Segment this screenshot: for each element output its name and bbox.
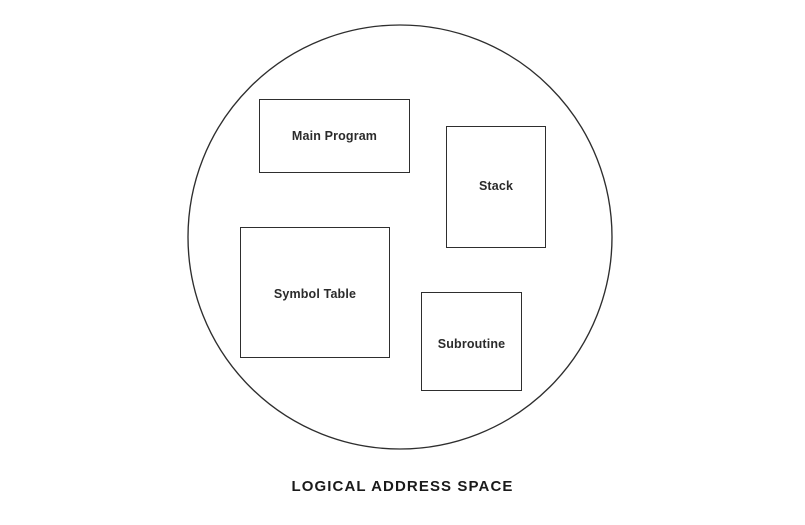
region-box-subroutine[interactable]: Subroutine (421, 292, 522, 391)
region-box-stack[interactable]: Stack (446, 126, 546, 248)
region-label-main-program: Main Program (291, 128, 378, 143)
region-label-subroutine: Subroutine (437, 337, 506, 352)
region-label-symbol-table: Symbol Table (273, 287, 357, 302)
region-box-main-program[interactable]: Main Program (259, 99, 410, 173)
diagram-caption: LOGICAL ADDRESS SPACE (291, 478, 514, 495)
region-box-symbol-table[interactable]: Symbol Table (240, 227, 390, 358)
region-label-stack: Stack (478, 178, 514, 193)
